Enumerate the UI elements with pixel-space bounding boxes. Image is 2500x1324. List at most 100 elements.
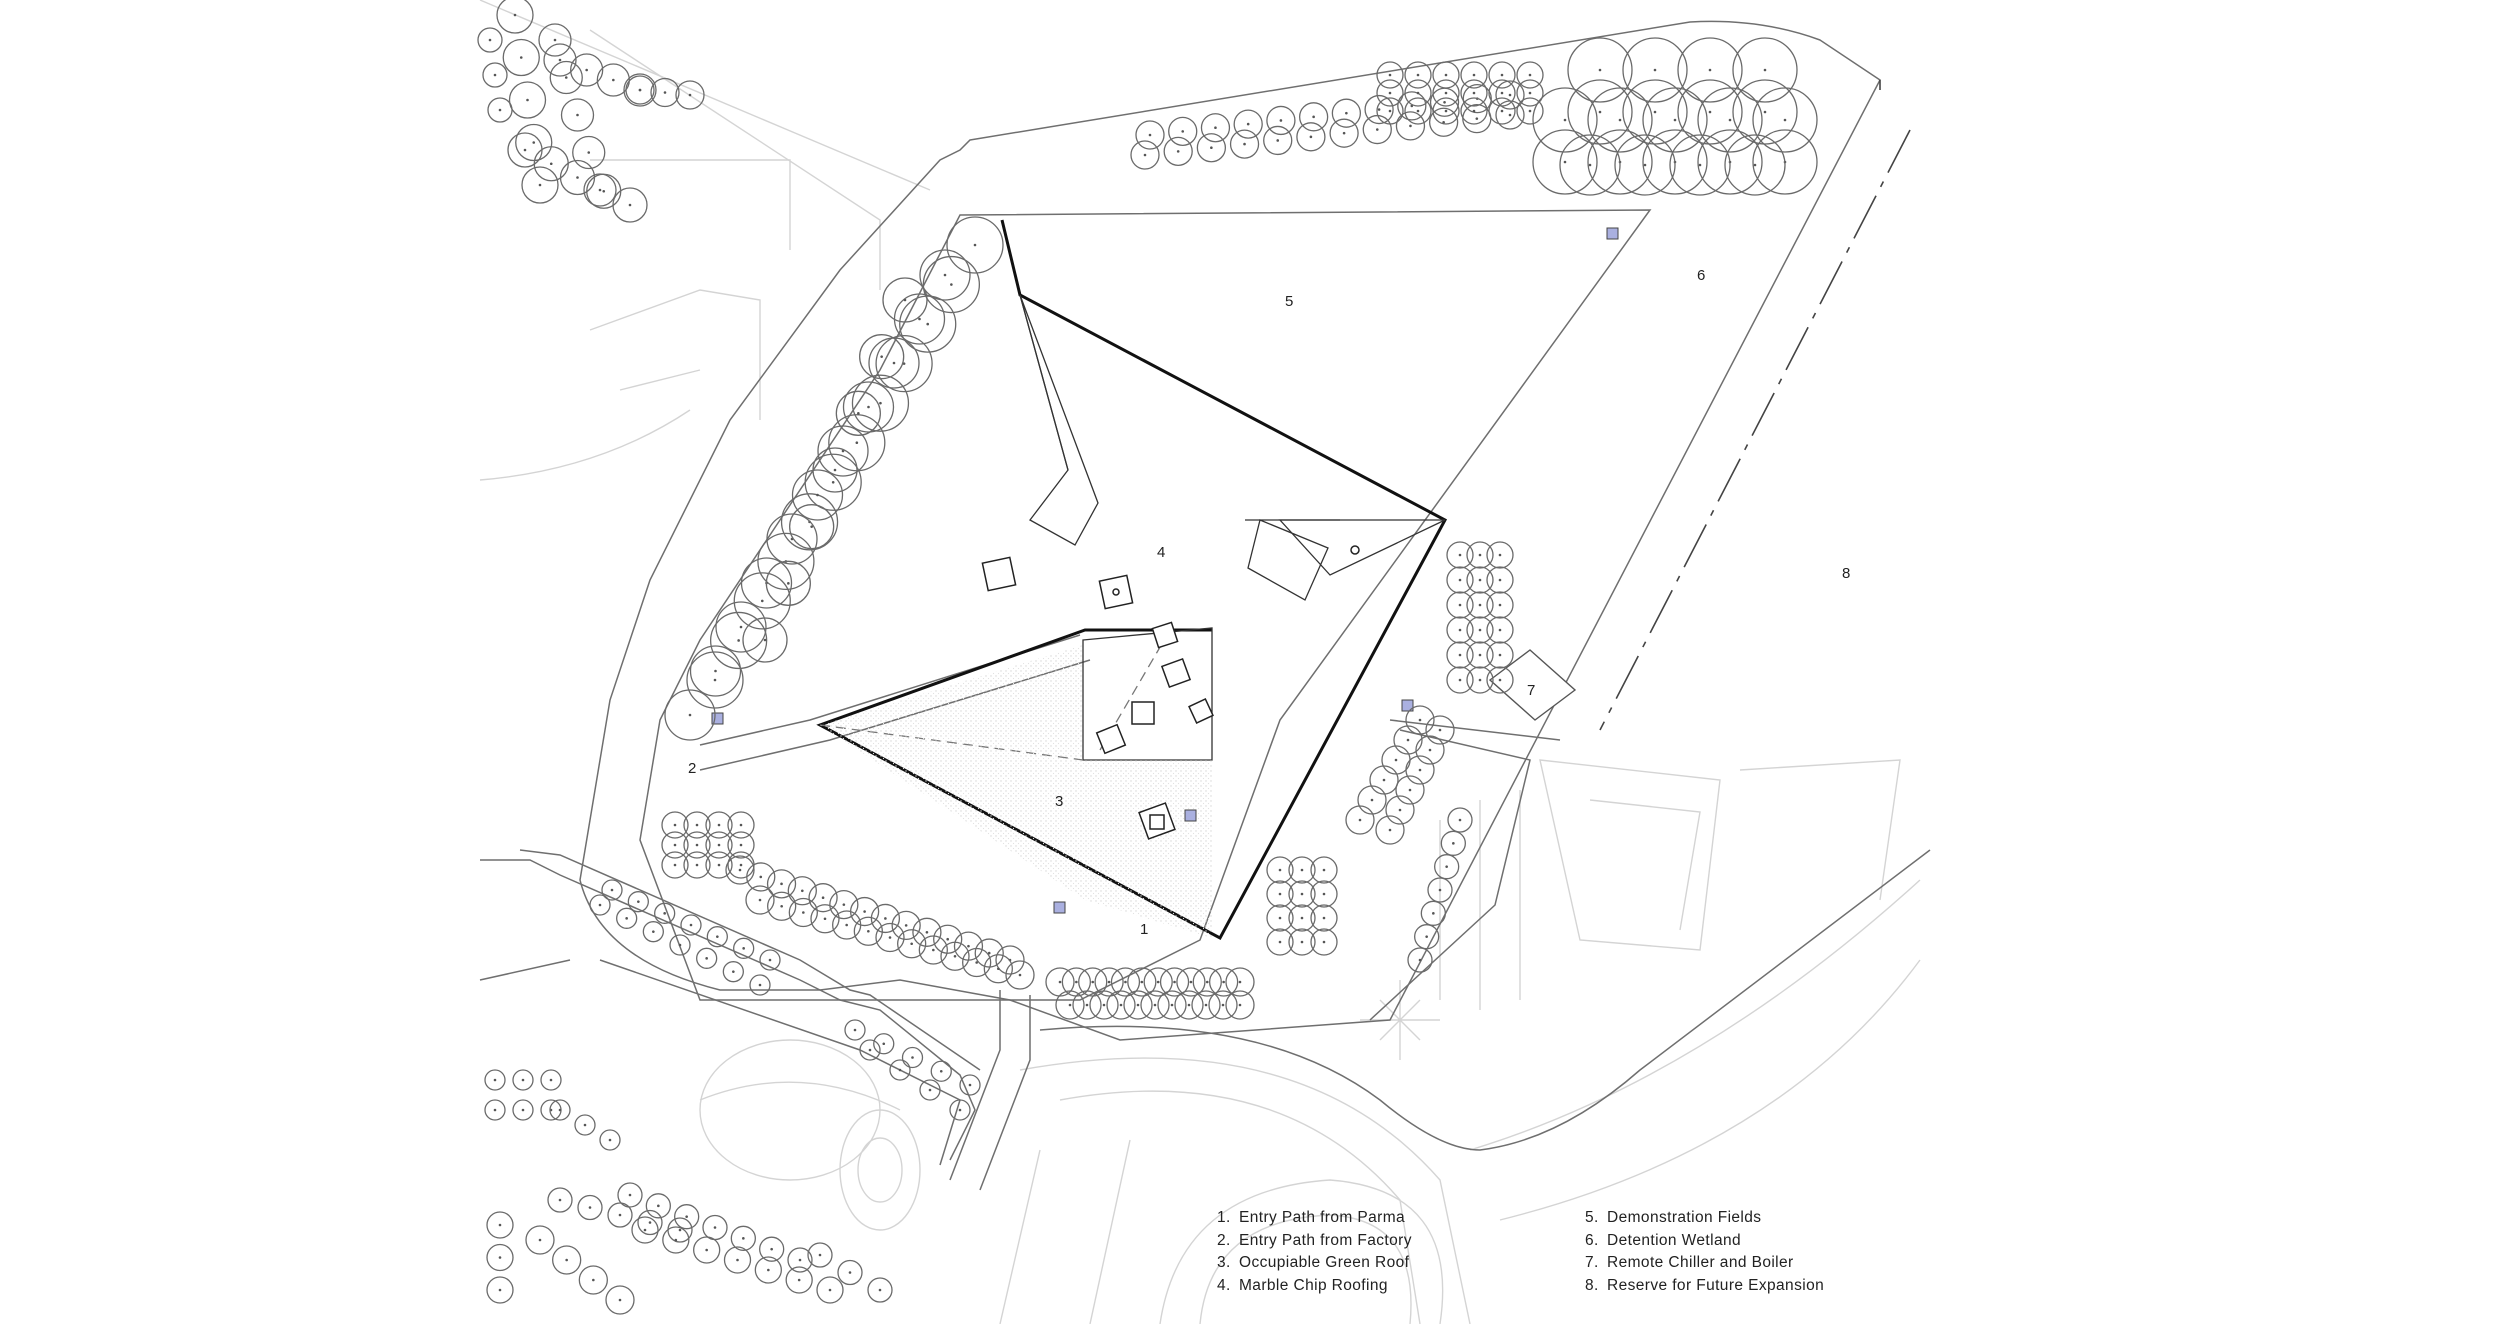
legend-number: 3. [1217,1254,1231,1271]
legend-text: Occupiable Green Roof [1239,1254,1410,1271]
tree-trunk [742,947,745,950]
tree-trunk [1278,868,1282,872]
tree-trunk [1075,980,1078,984]
tree-canopy [940,941,970,971]
tree-canopy [543,43,577,77]
skylights [981,545,1360,840]
tree-trunk [1783,118,1787,122]
context-linework [479,0,1921,1324]
tree-trunk [1452,842,1455,845]
tree-canopy [807,1242,833,1268]
tree-trunk [1278,892,1282,896]
tree-canopy [512,1099,534,1121]
tree-canopy [959,1074,981,1096]
tree-canopy [1446,566,1474,594]
tree-canopy [1376,97,1404,125]
tree-trunk [695,823,699,827]
tree-canopy [683,811,711,839]
tree-trunk [1428,748,1432,752]
tree-canopy [1385,795,1415,825]
tree-canopy [1446,666,1474,694]
tree-trunk [1478,603,1482,607]
tree-canopy [612,187,648,223]
legend-left: 1.Entry Path from Parma 2.Entry Path fro… [1217,1207,1412,1297]
tree-canopy [664,689,716,741]
tree-canopy [1407,947,1433,973]
tree-trunk [1119,1003,1123,1007]
tree-canopy [757,532,815,591]
tree-canopy [1404,61,1432,89]
legend-number: 8. [1585,1276,1599,1294]
tree-canopy [1288,856,1316,884]
tree-trunk [758,983,762,987]
tree-canopies [477,0,1818,1315]
tree-trunk [588,1206,592,1209]
legend-item-5: 5.Demonstration Fields [1585,1207,1824,1230]
tree-trunk [583,1123,587,1127]
tree-canopy [642,921,664,943]
tree-canopy [1516,97,1544,125]
tree-trunk [521,1108,525,1112]
tree-canopy [1310,904,1338,932]
tree-trunk [1300,916,1304,920]
tree-trunk [1214,126,1217,130]
tree-trunk [549,1078,553,1082]
tree-canopy [930,1060,952,1082]
tree-trunk [1444,91,1448,95]
tree-trunk [882,1042,886,1046]
tree-canopy [1395,775,1425,805]
tree-canopy [1404,97,1432,125]
tree-trunk [1478,628,1482,632]
tree-canopy [1414,924,1440,950]
tree-canopy [486,1211,514,1239]
tree-canopy [1310,928,1338,956]
legend-text: Demonstration Fields [1607,1209,1762,1226]
tree-canopy [1375,815,1405,845]
legend-text: Reserve for Future Expansion [1607,1276,1825,1294]
tree-canopy [1486,591,1514,619]
tree-trunk [1653,110,1657,114]
chiller-boiler-building [1488,649,1577,721]
tree-trunk [787,582,790,585]
tree-canopy [1466,566,1494,594]
tree-canopy [1732,37,1798,103]
tree-trunk [1508,93,1512,97]
tree-trunk [705,1248,708,1252]
tree-trunk [1388,73,1392,77]
tree-canopy [574,1114,596,1136]
tree-canopy [946,216,1004,274]
tree-trunk [780,904,783,908]
tree-trunk [674,1238,678,1242]
tree-trunk [932,948,935,952]
tree-trunk [585,68,588,72]
tree-trunk [1238,980,1242,984]
tree-trunk [767,1268,770,1272]
tree-trunk [1438,888,1442,892]
tree-canopy [835,390,881,436]
tree-trunk [884,917,887,920]
tree-trunk [742,1237,745,1240]
tree-trunk [558,58,562,62]
tree-trunk [1498,653,1502,657]
tree-canopy [1567,37,1633,103]
tree-canopy [1460,97,1488,125]
tree-canopy [1486,566,1514,594]
tree-trunk [842,903,846,906]
tree-canopy [899,295,957,353]
tree-canopy [674,1204,700,1230]
tree-canopy [974,938,1004,968]
area-number-2: 2 [688,760,696,777]
tree-canopy [599,1129,621,1151]
tree-trunk [538,183,542,187]
tree-canopy [730,1225,756,1251]
tree-canopy [1447,807,1473,833]
tree-trunk [760,599,764,603]
tree-canopy [675,80,705,110]
tree-canopy [502,38,540,77]
legend-text: Remote Chiller and Boiler [1607,1254,1794,1271]
tree-trunk [1598,110,1602,114]
tree-trunk [592,1278,595,1282]
tree-canopy [560,98,595,132]
tree-trunk [695,843,699,847]
tree-canopy [1732,79,1798,145]
